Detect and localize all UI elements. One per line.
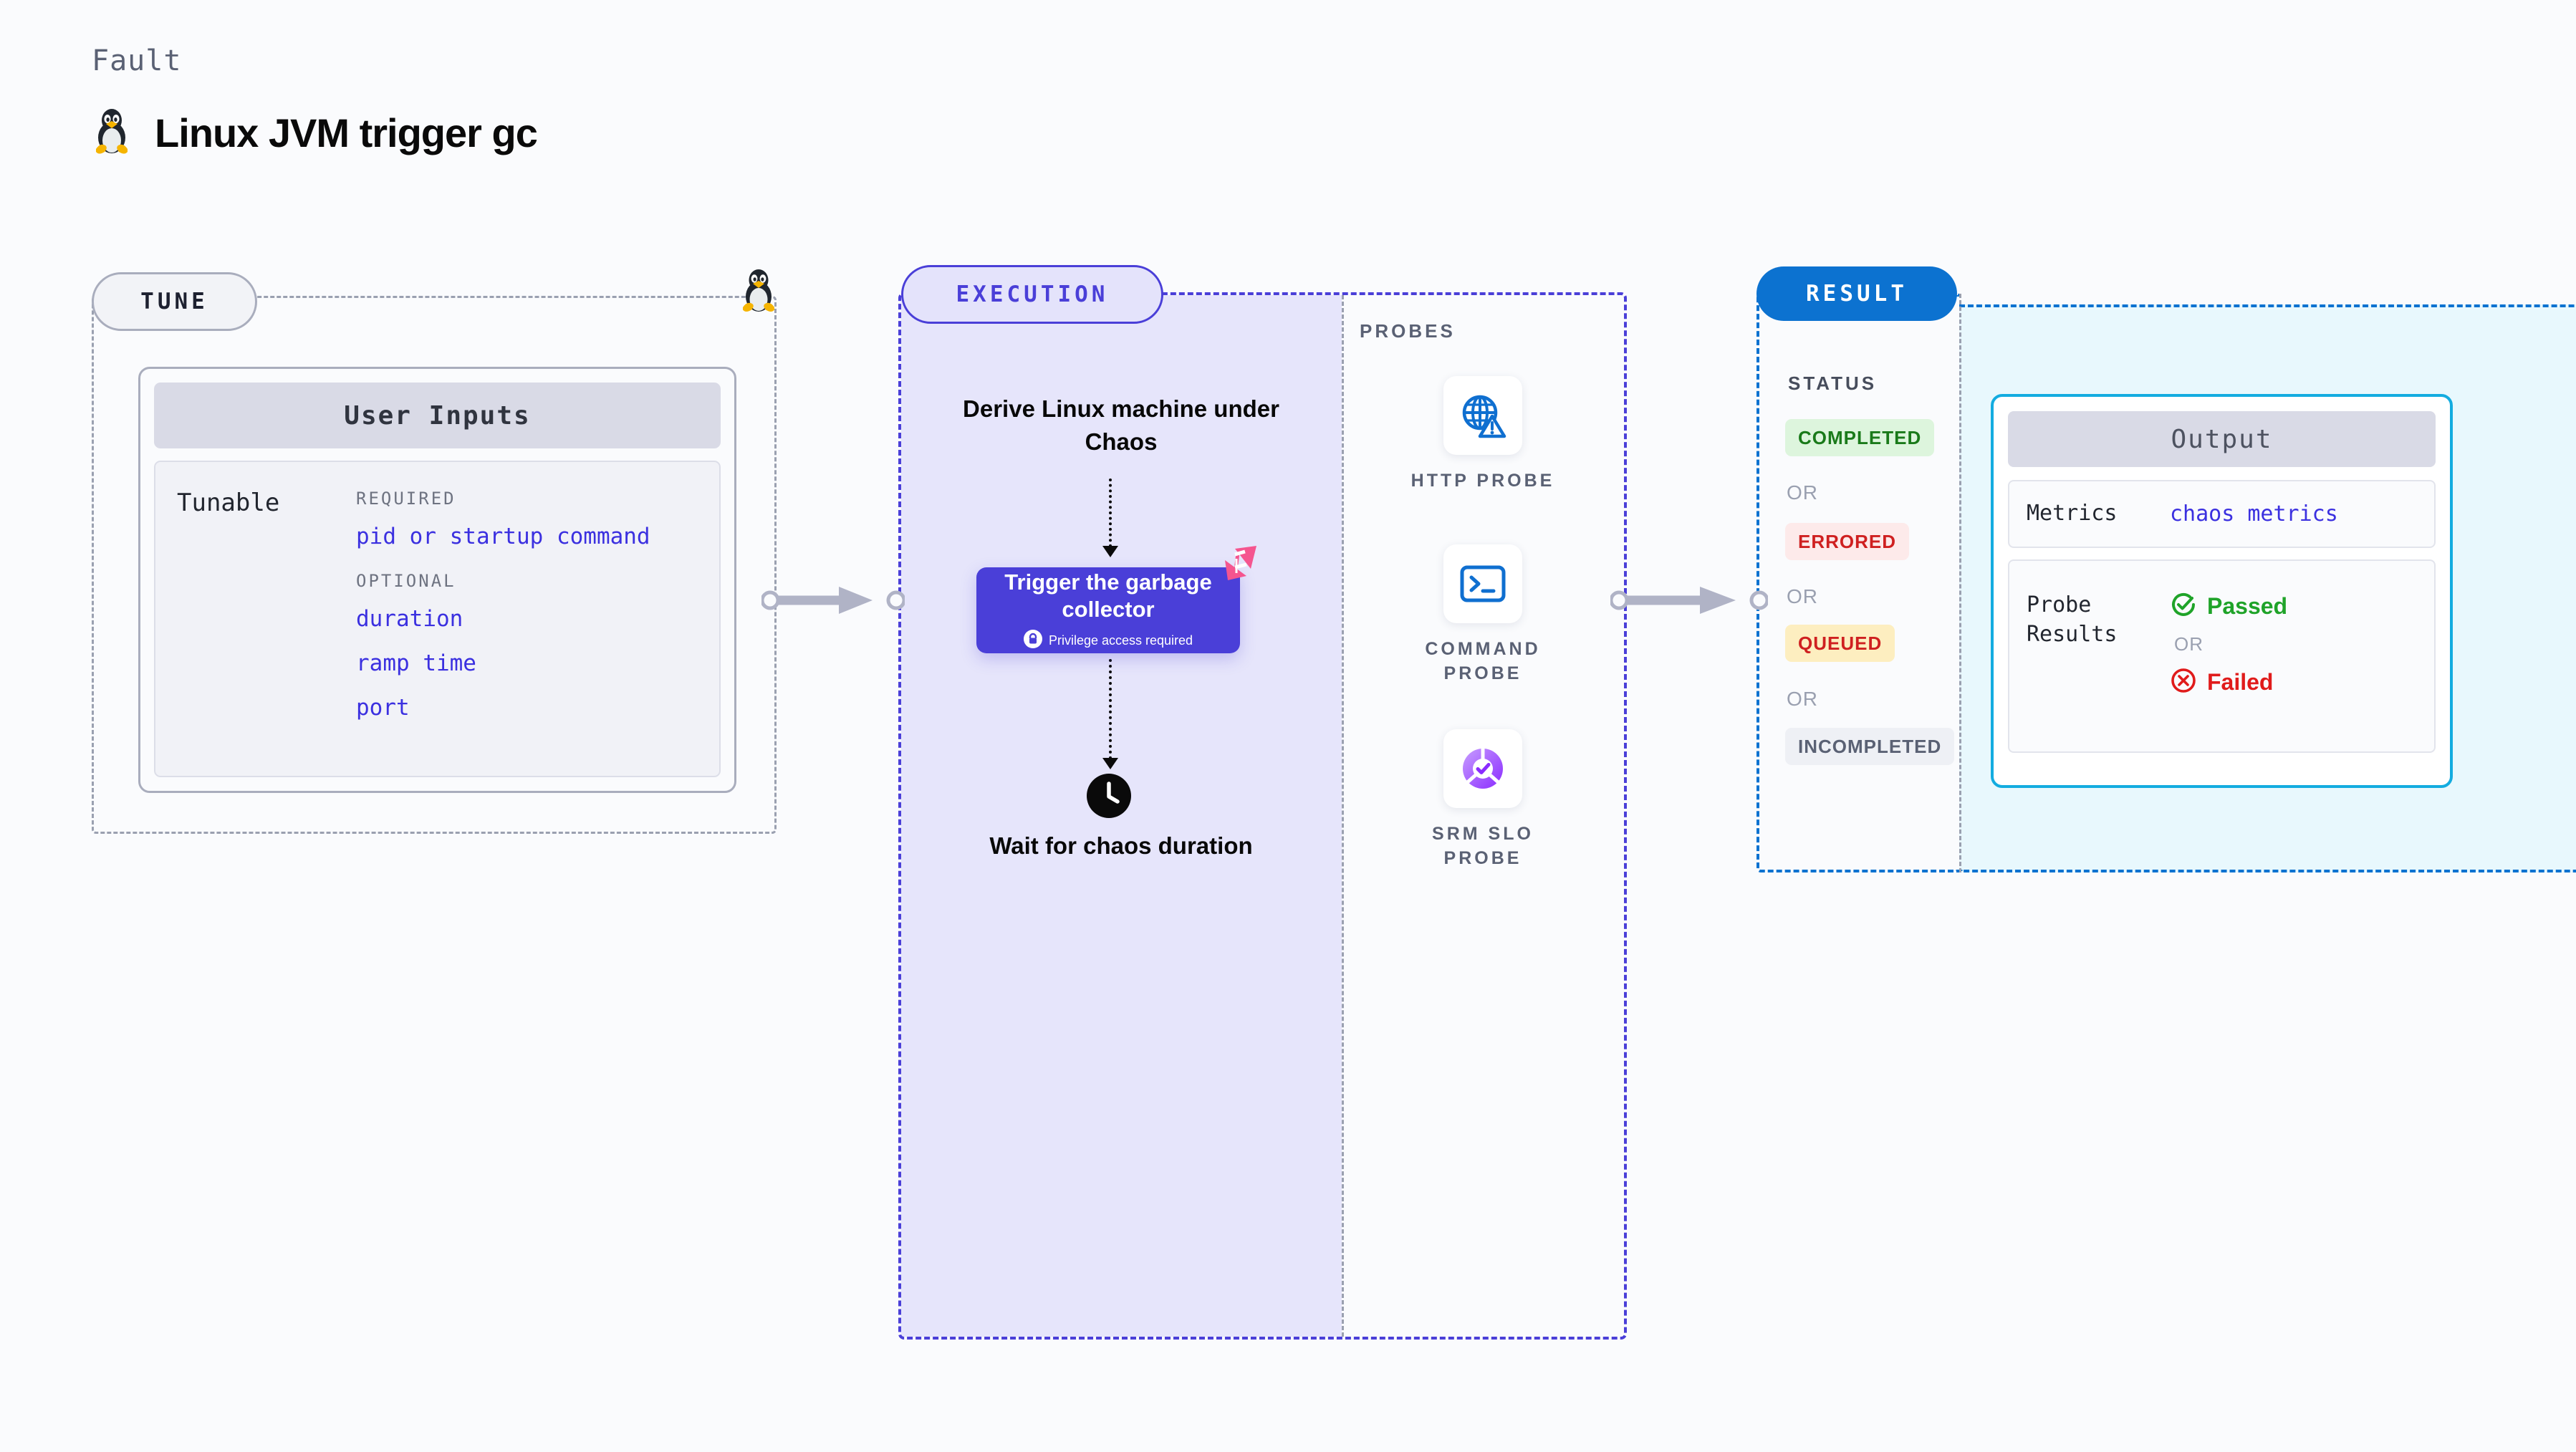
status-column-divider — [1959, 294, 1961, 872]
page-title: Linux JVM trigger gc — [155, 110, 538, 155]
verdict-failed: Failed — [2170, 667, 2287, 698]
field-group-label-optional: OPTIONAL — [356, 571, 456, 591]
verdict-or: OR — [2174, 633, 2203, 655]
dotted-connector-1 — [1109, 479, 1112, 547]
arrowhead-1 — [1102, 546, 1118, 557]
probe-srm-slo[interactable]: SRM SLO PROBE — [1393, 729, 1572, 871]
trigger-box-title: Trigger the garbage collector — [1004, 569, 1212, 622]
probe-command-caption: COMMAND PROBE — [1425, 639, 1541, 683]
result-badge: RESULT — [1756, 266, 1957, 321]
tune-region — [92, 296, 777, 834]
verdict-failed-text: Failed — [2207, 669, 2274, 695]
status-or-3: OR — [1787, 688, 1818, 710]
trigger-garbage-collector-box[interactable]: Trigger the garbage collector Privilege … — [976, 567, 1240, 653]
arrowhead-2 — [1102, 758, 1118, 769]
field-group-label-required: REQUIRED — [356, 489, 456, 509]
privilege-note-text: Privilege access required — [1048, 633, 1193, 648]
page-title-row: Linux JVM trigger gc — [92, 106, 538, 160]
execution-step-wait: Wait for chaos duration — [989, 832, 1253, 859]
probe-results-row: Probe Results Passed OR — [2008, 559, 2436, 753]
field-ramp-time[interactable]: ramp time — [356, 650, 476, 676]
verdict-passed: Passed — [2170, 591, 2287, 622]
execution-step-derive: Derive Linux machine under Chaos — [963, 395, 1279, 455]
status-badge-errored: ERRORED — [1785, 523, 1910, 560]
status-label: STATUS — [1788, 372, 1878, 394]
tune-badge: TUNE — [92, 272, 257, 331]
tunable-field-list: REQUIRED pid or startup command OPTIONAL… — [356, 489, 650, 776]
execution-badge: EXECUTION — [901, 265, 1163, 324]
lock-icon — [1023, 630, 1042, 652]
status-badge-incompleted: INCOMPLETED — [1785, 728, 1955, 765]
tux-penguin-icon — [92, 106, 132, 160]
output-title: Output — [2008, 411, 2436, 467]
field-duration[interactable]: duration — [356, 606, 463, 632]
user-inputs-card: User Inputs Tunable REQUIRED pid or star… — [138, 367, 736, 793]
tux-penguin-icon — [738, 266, 779, 317]
connector-tune-to-execution — [760, 585, 906, 620]
status-badge-completed: COMPLETED — [1785, 419, 1935, 456]
connector-execution-to-result — [1609, 585, 1769, 620]
x-circle-icon — [2170, 667, 2197, 698]
status-badge-queued: QUEUED — [1785, 625, 1895, 662]
check-circle-icon — [2170, 591, 2197, 622]
probe-verdicts: Passed OR Failed — [2170, 591, 2287, 751]
verdict-passed-text: Passed — [2207, 593, 2288, 619]
probe-http[interactable]: HTTP PROBE — [1393, 376, 1572, 494]
probe-srm-slo-caption: SRM SLO PROBE — [1432, 824, 1534, 868]
probes-label: PROBES — [1360, 320, 1456, 342]
globe-warning-icon — [1443, 376, 1522, 455]
field-pid-or-startup-command[interactable]: pid or startup command — [356, 524, 650, 549]
metrics-key: Metrics — [2027, 501, 2118, 527]
execution-region — [898, 292, 1627, 1340]
user-inputs-title: User Inputs — [154, 383, 721, 448]
tunable-body: Tunable REQUIRED pid or startup command … — [154, 461, 721, 777]
page-header: Fault Linux JVM trigger gc — [92, 44, 538, 160]
output-card: Output Metrics chaos metrics Probe Resul… — [1991, 394, 2453, 788]
status-or-1: OR — [1787, 481, 1818, 504]
dotted-connector-2 — [1109, 659, 1112, 759]
probes-background — [1342, 295, 1624, 1337]
privilege-note-row: Privilege access required — [1023, 630, 1193, 652]
status-or-2: OR — [1787, 585, 1818, 607]
probes-divider — [1342, 295, 1344, 1337]
probe-results-key: Probe Results — [2027, 592, 2118, 647]
field-port[interactable]: port — [356, 695, 410, 721]
clock-icon — [1087, 774, 1131, 822]
slo-donut-check-icon — [1443, 729, 1522, 808]
metrics-row: Metrics chaos metrics — [2008, 480, 2436, 548]
probe-command[interactable]: COMMAND PROBE — [1393, 544, 1572, 686]
tunable-label: Tunable — [177, 489, 280, 517]
metrics-value[interactable]: chaos metrics — [2170, 501, 2338, 527]
execution-background — [901, 295, 1342, 1337]
terminal-icon — [1443, 544, 1522, 623]
probe-http-caption: HTTP PROBE — [1410, 471, 1555, 491]
chaos-flag-icon — [1213, 544, 1259, 590]
fault-kicker: Fault — [92, 44, 182, 77]
